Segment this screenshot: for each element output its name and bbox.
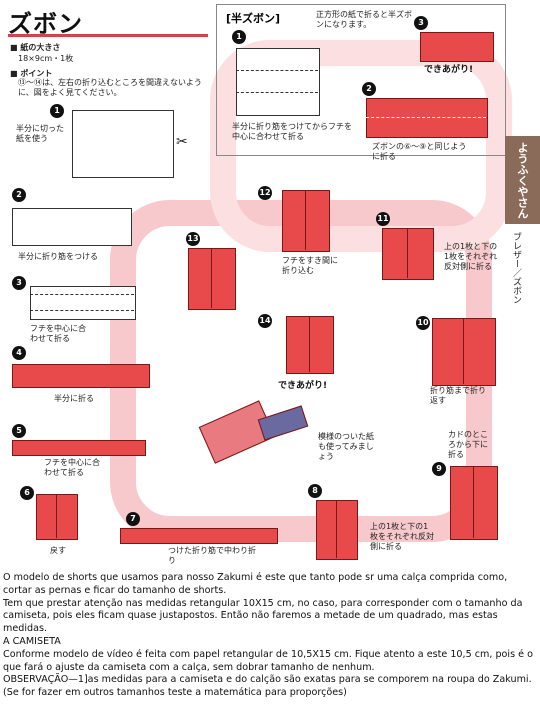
step-3-paper — [30, 286, 136, 320]
caption-text: O modelo de shorts que usamos para nosso… — [3, 572, 537, 700]
scissors-icon: ✂ — [176, 134, 188, 150]
half-pants-box — [216, 4, 506, 156]
step-6-label: 戻す — [50, 546, 66, 555]
step-6-paper — [36, 494, 78, 540]
step-2-label: 半分に折り筋をつける — [18, 252, 98, 261]
caption-paragraph-4: Conforme modelo de vídeo é feita com pap… — [3, 648, 533, 673]
fold-line — [30, 310, 134, 311]
fold-line — [56, 494, 57, 538]
step-14-paper — [286, 316, 334, 374]
half-step-2-paper — [366, 98, 488, 138]
step-2-paper — [12, 208, 132, 246]
page-title: ズボン — [8, 10, 83, 38]
step-7-number: 7 — [126, 512, 140, 526]
fold-line — [407, 228, 408, 278]
step-13-number: 13 — [186, 232, 200, 246]
step-14-number: 14 — [258, 314, 272, 328]
step-3-number: 3 — [12, 276, 26, 290]
caption-paragraph-5: OBSERVAÇÃO—1]as medidas para a camiseta … — [3, 674, 532, 699]
step-7-paper — [120, 528, 278, 544]
side-category-tab: ようふくやさん — [505, 136, 540, 224]
half-step-1-label: 半分に折り筋をつけてからフチを中心に合わせて折る — [232, 122, 352, 141]
step-1-number: 1 — [50, 104, 64, 118]
step-12-number: 12 — [258, 186, 272, 200]
step-2-number: 2 — [12, 188, 26, 202]
step-13-paper — [188, 248, 236, 310]
half-pants-title: [半ズボン] — [226, 12, 281, 25]
fold-line — [30, 294, 134, 295]
point-heading: ■ ポイント — [10, 69, 53, 78]
fold-line — [366, 117, 486, 118]
step-1-label: 半分に切った紙を使う — [16, 124, 64, 143]
fold-line — [305, 190, 306, 250]
paper-size-heading: ■ 紙の大きさ — [10, 43, 61, 52]
fold-line — [236, 92, 318, 93]
step-8-label: 上の1枚と下の1枚をそれぞれ反対側に折る — [370, 522, 434, 551]
origami-diagram-page: ズボン ■ 紙の大きさ 18×9cm・1枚 ■ ポイント ⑬〜⑭は、左右の折り込… — [8, 4, 540, 565]
paper-size-value: 18×9cm・1枚 — [18, 54, 74, 63]
half-step-3-number: 3 — [414, 16, 428, 30]
half-pants-note: 正方形の紙で折ると半ズボンになります。 — [316, 10, 412, 29]
step-10-number: 10 — [416, 316, 430, 330]
step-4-number: 4 — [12, 346, 26, 360]
fold-line — [309, 316, 310, 372]
step-6-number: 6 — [20, 486, 34, 500]
side-section-text: ブレザー／ズボン — [511, 232, 521, 304]
step-9-number: 9 — [432, 462, 446, 476]
half-step-1-paper — [236, 48, 320, 116]
step-10-label: 折り筋まで折り返す — [430, 386, 486, 405]
step-9-paper — [450, 466, 498, 540]
step-12-label: フチをすき間に折り込む — [282, 256, 338, 275]
step-4-label: 半分に折る — [54, 394, 94, 403]
step-11-number: 11 — [376, 212, 390, 226]
point-text: ⑬〜⑭は、左右の折り込むところを間違えないように、図をよく見てください。 — [18, 78, 202, 97]
step-5-number: 5 — [12, 424, 26, 438]
step-9-label: カドのところから下に折る — [448, 430, 488, 459]
step-12-paper — [282, 190, 330, 252]
step-7-label: つけた折り筋で中わり折り — [168, 546, 256, 565]
caption-paragraph-2: Tem que prestar atenção nas medidas reta… — [3, 597, 523, 635]
fold-line — [211, 248, 212, 308]
half-done-label: できあがり! — [424, 65, 474, 75]
fold-line — [336, 500, 337, 558]
step-1-paper — [72, 110, 174, 178]
half-step-2-label: ズボンの⑥〜⑨と同じように折る — [372, 142, 467, 161]
step-8-number: 8 — [308, 484, 322, 498]
done-label: できあがり! — [278, 381, 328, 391]
fold-line — [236, 70, 318, 71]
caption-paragraph-3: A CAMISETA — [3, 635, 61, 647]
step-8-paper — [316, 500, 358, 560]
step-3-label: フチを中心に合わせて折る — [30, 324, 86, 343]
half-step-3-paper — [420, 32, 494, 62]
step-11-paper — [382, 228, 434, 280]
step-5-paper — [12, 440, 146, 456]
step-4-paper — [12, 364, 150, 388]
half-step-1-number: 1 — [232, 30, 246, 44]
fold-line — [463, 318, 464, 384]
fold-line — [473, 466, 474, 538]
step-5-label: フチを中心に合わせて折る — [44, 458, 100, 477]
step-11-label: 上の1枚と下の1枚をそれぞれ反対側に折る — [444, 242, 498, 271]
half-step-2-number: 2 — [362, 82, 376, 96]
title-underline — [8, 34, 208, 37]
step-10-paper — [432, 318, 496, 386]
caption-paragraph-1: O modelo de shorts que usamos para nosso… — [3, 572, 508, 596]
pattern-label: 模様のついた紙も使ってみましょう — [318, 432, 374, 461]
